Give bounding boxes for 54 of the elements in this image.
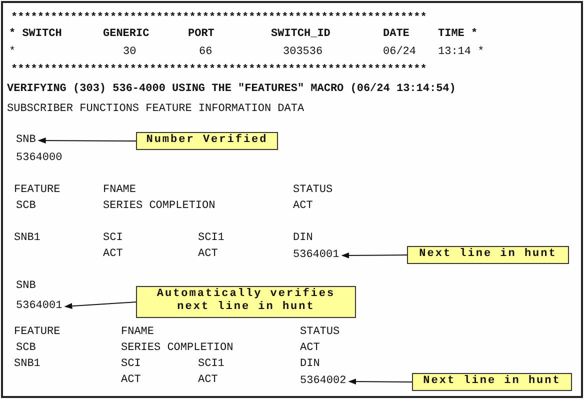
separator-line: ***************************************************************: [11, 12, 427, 25]
column-header: SWITCH_ID: [271, 28, 330, 41]
column-header: * SWITCH: [9, 28, 62, 41]
terminal-text: 5364001: [293, 249, 340, 262]
command-line: VERIFYING (303) 536-4000 USING THE "FEATURES" MACRO (06/24 13:14:54): [7, 83, 456, 96]
terminal-text: 5364002: [300, 375, 346, 388]
terminal-text: SCB: [16, 342, 36, 355]
terminal-text: SNB1: [14, 232, 40, 245]
column-header: FNAME: [121, 326, 154, 339]
arrow: [38, 138, 136, 144]
terminal-text: SCB: [16, 200, 36, 213]
separator-line: ***************************************************************: [11, 64, 427, 77]
terminal-text: ACT: [198, 374, 218, 387]
terminal-text: ACT: [198, 248, 218, 261]
terminal-text: ACT: [103, 248, 123, 261]
section-heading: SUBSCRIBER FUNCTIONS FEATURE INFORMATION DATA: [7, 103, 304, 116]
terminal-text: 5364001: [16, 300, 62, 313]
terminal-text: DIN: [293, 232, 313, 245]
terminal-text: SERIES COMPLETION: [103, 200, 216, 213]
terminal-text: SCI: [103, 232, 123, 245]
terminal-text: SCI1: [198, 358, 224, 371]
table-value: 13:14 *: [438, 46, 484, 59]
column-header: DATE: [383, 28, 410, 41]
callout-box: Next line in hunt: [412, 373, 572, 391]
terminal-text: SNB: [16, 134, 36, 147]
table-value: 303536: [283, 46, 323, 59]
arrow: [348, 378, 412, 385]
terminal-text: SCI: [121, 358, 141, 371]
table-value: 66: [199, 46, 212, 59]
column-header: STATUS: [300, 326, 340, 339]
table-value: *: [9, 46, 16, 59]
column-header: FNAME: [103, 184, 136, 197]
table-value: 06/24: [383, 46, 416, 59]
column-header: FEATURE: [14, 326, 60, 339]
terminal-text: DIN: [300, 358, 320, 371]
column-header: GENERIC: [103, 28, 150, 41]
column-header: PORT: [188, 28, 214, 41]
terminal-text: ACT: [121, 374, 141, 387]
arrow: [64, 302, 136, 310]
column-header: TIME *: [438, 28, 478, 41]
table-value: 30: [123, 46, 136, 59]
arrow: [341, 252, 408, 258]
callout-box: Next line in hunt: [407, 246, 569, 264]
terminal-text: ACT: [300, 342, 320, 355]
callout-box: Automatically verifies next line in hunt: [136, 286, 356, 318]
terminal-text: ACT: [293, 200, 313, 213]
terminal-text: 5364000: [16, 152, 62, 165]
terminal-text: SNB: [16, 280, 36, 293]
terminal-text: SCI1: [198, 232, 224, 245]
column-header: STATUS: [293, 184, 333, 197]
terminal-text: SERIES COMPLETION: [121, 342, 234, 355]
terminal-text: SNB1: [14, 358, 40, 371]
column-header: FEATURE: [14, 184, 60, 197]
callout-box: Number Verified: [136, 132, 278, 150]
